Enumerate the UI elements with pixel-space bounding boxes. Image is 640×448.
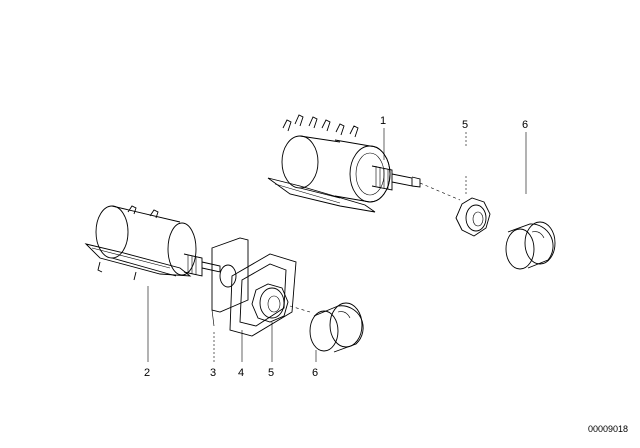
knob-lower-part-6 <box>309 302 364 353</box>
rotary-switch-part-1 <box>267 114 421 213</box>
callout-6-bottom: 6 <box>312 367 318 379</box>
callout-3: 3 <box>210 367 216 379</box>
callout-5-top: 5 <box>462 119 468 131</box>
part-number-label: 00009018 <box>588 424 628 434</box>
callout-4: 4 <box>238 367 244 379</box>
callout-2: 2 <box>144 367 150 379</box>
callout-5-bottom: 5 <box>268 367 274 379</box>
switch-part-2 <box>84 205 221 281</box>
bracket-part-3 <box>211 237 249 327</box>
bezel-part-4 <box>229 253 297 337</box>
nut-lower-part-5 <box>251 283 289 323</box>
callout-6-top: 6 <box>522 119 528 131</box>
knob-upper-part-6 <box>505 221 556 270</box>
callout-1-top: 1 <box>380 115 386 127</box>
nut-upper-part-5 <box>455 197 491 237</box>
